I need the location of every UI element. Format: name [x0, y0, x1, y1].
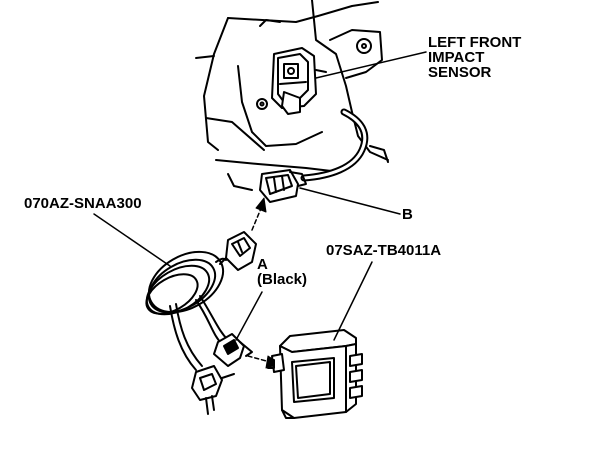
connector-a — [213, 333, 253, 367]
vehicle-body-panel — [195, 0, 389, 191]
connector-b-label: B — [402, 206, 413, 223]
connector-a-color: (Black) — [257, 271, 308, 288]
connector-b-leader — [299, 187, 401, 215]
harness-part-label: 070AZ-SNAA300 — [24, 195, 142, 212]
harness-bottom-plug — [191, 365, 235, 415]
test-harness-connector — [219, 231, 257, 271]
sensor-label-line2: IMPACT — [428, 49, 485, 66]
connector-a-letter: A — [257, 256, 268, 273]
harness-leader-line — [93, 213, 171, 267]
tester-unit — [267, 329, 363, 419]
tester-leader-line — [333, 261, 373, 341]
connector-a-label: A (Black) — [257, 257, 307, 287]
sensor-label-line3: SENSOR — [428, 64, 492, 81]
connector-b — [259, 169, 307, 203]
sensor-harness-wire — [300, 108, 369, 182]
impact-sensor — [256, 47, 327, 115]
connector-a-leader — [235, 291, 263, 341]
tester-part-label: 07SAZ-TB4011A — [326, 242, 442, 259]
connection-arrow-b — [251, 197, 267, 231]
sensor-label: LEFT FRONT IMPACT SENSOR — [428, 35, 521, 80]
test-harness-coiled-cable — [145, 250, 229, 371]
sensor-leader-line — [315, 51, 427, 79]
sensor-label-line1: LEFT FRONT — [428, 34, 522, 51]
